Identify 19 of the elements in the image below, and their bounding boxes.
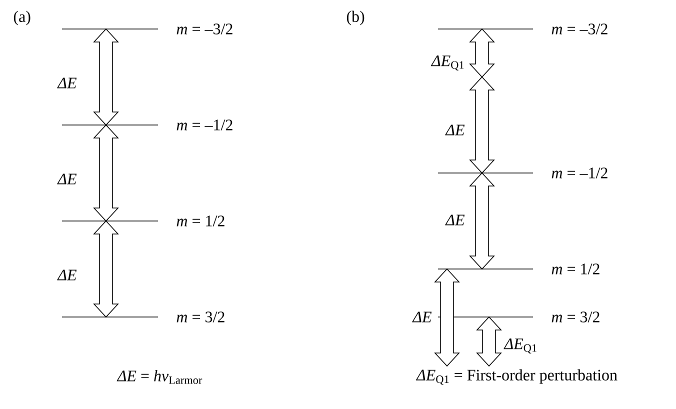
edge-label: ΔE$_{Q1}$ [430,56,464,70]
edge-label: ΔE [57,78,77,88]
caption: ΔE$_{Q1}$ = First-order perturbation [416,369,618,385]
energy-level: m = –3/2 [62,24,232,34]
energy-level: m = 1/2 [62,216,224,226]
edge-label: ΔE [445,124,465,136]
edge-label: ΔE [412,312,432,322]
edge-label: ΔE [57,174,77,184]
edge-label: ΔE [445,214,465,226]
panel-label: (a) [14,10,30,26]
energy-level: m = 1/2 [438,264,600,274]
panel-label: (b) [346,10,364,26]
energy-level: m = –1/2 [438,168,608,178]
edge-label: ΔE$_{Q1}$ [504,338,536,354]
edge-label: ΔE [57,270,77,280]
caption: ΔE = hν$_{Larmor}$ [116,370,202,384]
energy-level: m = 3/2 [62,312,224,322]
energy-level: m = –3/2 [438,24,608,34]
energy-level: m = –1/2 [62,120,232,130]
